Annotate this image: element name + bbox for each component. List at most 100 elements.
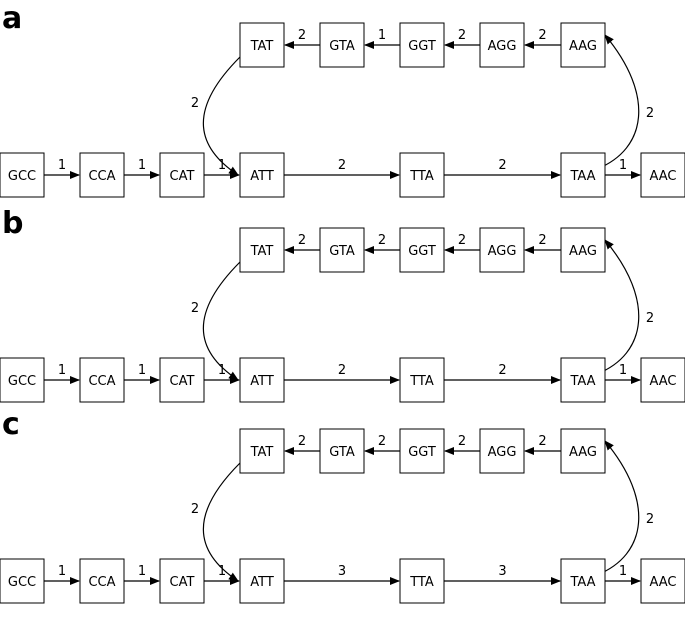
- edge-weight-label: 2: [646, 106, 654, 121]
- edge-weight-label: 1: [218, 158, 226, 173]
- node-label: AAG: [569, 244, 597, 259]
- node-agg: AGG: [479, 227, 525, 273]
- node-att: ATT: [239, 558, 285, 604]
- node-taa: TAA: [560, 357, 606, 403]
- node-label: TAT: [250, 39, 274, 54]
- edge-weight-label: 2: [458, 28, 466, 43]
- node-label: CCA: [88, 575, 115, 590]
- node-taa: TAA: [560, 558, 606, 604]
- node-label: TAT: [250, 244, 274, 259]
- node-box: [239, 227, 285, 273]
- node-label: AAG: [569, 445, 597, 460]
- node-box: [479, 227, 525, 273]
- node-gcc: GCC: [0, 152, 45, 198]
- node-box: [479, 428, 525, 474]
- edge-att-tta: 3: [284, 564, 400, 585]
- edge-aag-agg: 2: [524, 434, 561, 455]
- edge-gta-tat: 2: [284, 28, 320, 49]
- edge-weight-label: 2: [646, 512, 654, 527]
- node-box: [0, 357, 45, 403]
- node-box: [0, 152, 45, 198]
- edge-ggt-gta: 1: [364, 28, 400, 49]
- node-aag: AAG: [560, 227, 606, 273]
- edge-weight-label: 2: [378, 233, 386, 248]
- edge-weight-label: 1: [58, 564, 66, 579]
- node-label: AAC: [650, 169, 677, 184]
- node-label: AAG: [569, 39, 597, 54]
- node-label: AAC: [650, 374, 677, 389]
- edge-weight-label: 1: [138, 564, 146, 579]
- edge-weight-label: 1: [619, 363, 627, 378]
- edge-taa-aag: 2: [596, 239, 654, 375]
- edge-taa-aag: 2: [596, 440, 654, 576]
- edge-cca-cat: 1: [124, 564, 160, 585]
- node-label: CCA: [88, 169, 115, 184]
- node-label: CAT: [170, 374, 195, 389]
- edge-weight-label: 3: [498, 564, 506, 579]
- node-label: GGT: [408, 244, 436, 259]
- node-box: [239, 428, 285, 474]
- edge-weight-label: 2: [338, 363, 346, 378]
- edge-taa-aac: 1: [605, 158, 641, 179]
- edge-weight-label: 2: [338, 158, 346, 173]
- edge-weight-label: 2: [498, 363, 506, 378]
- node-label: GTA: [329, 244, 355, 259]
- node-label: GGT: [408, 445, 436, 460]
- edge-cca-cat: 1: [124, 363, 160, 384]
- node-label: CAT: [170, 169, 195, 184]
- node-box: [79, 357, 125, 403]
- node-label: CCA: [88, 374, 115, 389]
- node-box: [560, 22, 606, 68]
- node-label: TAT: [250, 445, 274, 460]
- node-cca: CCA: [79, 357, 125, 403]
- edge-weight-label: 2: [538, 28, 546, 43]
- edge-weight-label: 2: [498, 158, 506, 173]
- node-gcc: GCC: [0, 357, 45, 403]
- node-label: GGT: [408, 39, 436, 54]
- edge-taa-aag: 2: [596, 34, 654, 170]
- edge-weight-label: 1: [138, 363, 146, 378]
- edge-arrow: [202, 56, 241, 176]
- node-gta: GTA: [319, 428, 365, 474]
- node-box: [479, 22, 525, 68]
- edge-agg-ggt: 2: [444, 233, 480, 254]
- node-box: [399, 22, 445, 68]
- node-label: TTA: [409, 374, 434, 389]
- node-agg: AGG: [479, 428, 525, 474]
- node-att: ATT: [239, 152, 285, 198]
- edge-agg-ggt: 2: [444, 28, 480, 49]
- node-tat: TAT: [239, 227, 285, 273]
- node-box: [399, 428, 445, 474]
- node-label: ATT: [250, 374, 274, 389]
- node-ggt: GGT: [399, 22, 445, 68]
- node-aag: AAG: [560, 428, 606, 474]
- node-box: [319, 227, 365, 273]
- node-cca: CCA: [79, 558, 125, 604]
- edge-tat-att: 2: [191, 261, 241, 381]
- edge-weight-label: 2: [298, 434, 306, 449]
- edge-weight-label: 2: [538, 434, 546, 449]
- node-box: [640, 558, 685, 604]
- node-box: [560, 558, 606, 604]
- node-taa: TAA: [560, 152, 606, 198]
- node-box: [399, 152, 445, 198]
- node-tta: TTA: [399, 558, 445, 604]
- edge-aag-agg: 2: [524, 233, 561, 254]
- edge-weight-label: 3: [338, 564, 346, 579]
- edge-weight-label: 1: [619, 564, 627, 579]
- node-box: [399, 357, 445, 403]
- node-label: TTA: [409, 169, 434, 184]
- edge-agg-ggt: 2: [444, 434, 480, 455]
- node-tat: TAT: [239, 22, 285, 68]
- node-att: ATT: [239, 357, 285, 403]
- node-box: [560, 428, 606, 474]
- edge-tta-taa: 2: [444, 158, 561, 179]
- edge-tta-taa: 3: [444, 564, 561, 585]
- node-box: [319, 428, 365, 474]
- node-aag: AAG: [560, 22, 606, 68]
- edge-weight-label: 2: [378, 434, 386, 449]
